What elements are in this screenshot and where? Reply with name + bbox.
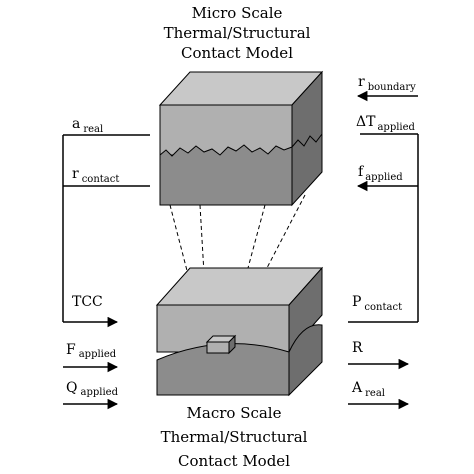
macro-title-line-3: Contact Model (178, 452, 290, 470)
micro-title-line-1: Micro Scale (192, 4, 283, 22)
micro-block-lower-body (159, 144, 293, 206)
micro-rough-interface (291, 133, 323, 148)
macro-scale-title: Macro Scale Thermal/Structural Contact M… (161, 404, 308, 470)
micro-title-line-3: Contact Model (181, 44, 293, 62)
right-feedback-loop (348, 90, 419, 410)
macro-block (155, 266, 324, 397)
label-tcc: TCC (72, 294, 103, 310)
label-r-macro: R (352, 340, 363, 356)
micro-block (158, 70, 324, 207)
macro-title-line-2: Thermal/Structural (161, 428, 308, 446)
macro-title-line-1: Macro Scale (187, 404, 282, 422)
left-feedback-loop (62, 134, 150, 410)
micro-scale-title: Micro Scale Thermal/Structural Contact M… (164, 4, 311, 62)
micro-title-line-2: Thermal/Structural (164, 24, 311, 42)
macro-contact-patch (205, 334, 237, 355)
macro-lower-side-face (288, 324, 323, 397)
micro-block-upper-body (159, 104, 293, 156)
